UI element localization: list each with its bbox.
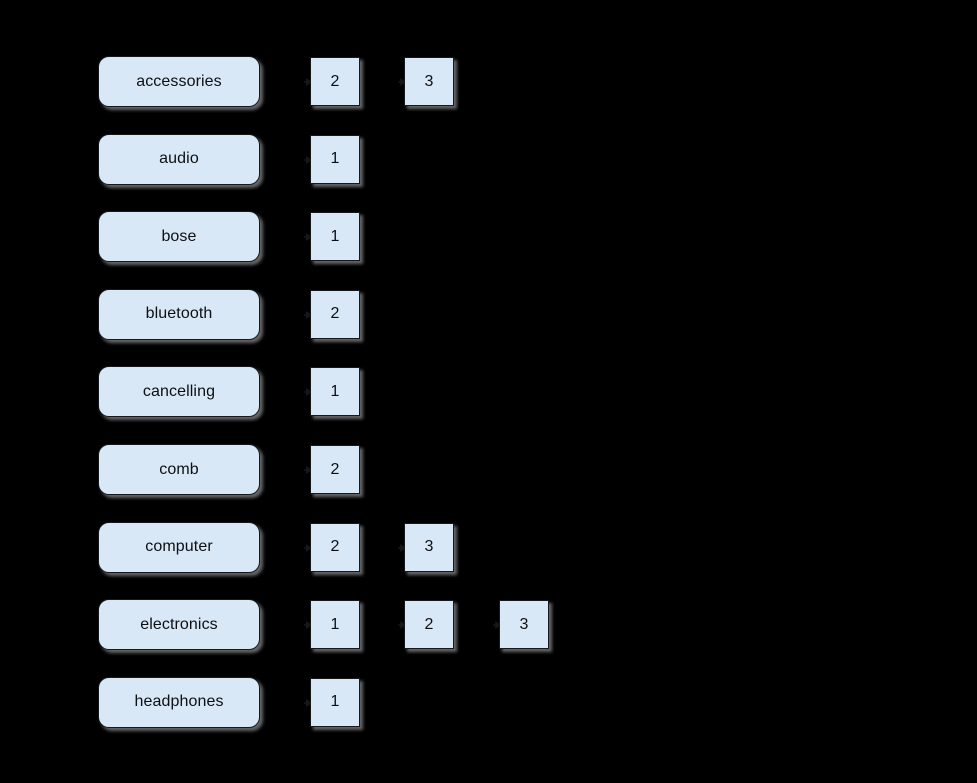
term-node[interactable]: headphones	[98, 676, 260, 728]
term-label: computer	[145, 538, 213, 556]
posting-label: 3	[424, 72, 434, 90]
connector-term-to-posting	[262, 696, 312, 710]
posting-label: 2	[330, 305, 340, 323]
posting-node[interactable]: 1	[310, 134, 360, 184]
arrow-icon	[304, 78, 312, 86]
term-node[interactable]: computer	[98, 521, 260, 573]
posting-node[interactable]: 3	[499, 600, 549, 650]
posting-node[interactable]: 2	[310, 289, 360, 339]
posting-label: 2	[330, 460, 340, 478]
posting-node[interactable]: 1	[310, 677, 360, 727]
arrow-icon	[304, 310, 312, 319]
connector-posting-to-posting	[452, 618, 501, 632]
term-node[interactable]: electronics	[98, 599, 260, 651]
arrow-icon	[304, 466, 312, 474]
posting-node[interactable]: 2	[310, 57, 360, 106]
posting-node[interactable]: 1	[310, 600, 360, 650]
posting-node[interactable]: 2	[404, 600, 454, 650]
posting-node[interactable]: 1	[310, 367, 360, 417]
arrow-icon	[304, 388, 312, 397]
connector-term-to-posting	[262, 308, 312, 322]
connector-posting-to-posting	[358, 618, 406, 632]
term-label: accessories	[136, 72, 222, 90]
connector-term-to-posting	[262, 618, 312, 632]
posting-label: 2	[424, 615, 434, 633]
connector-term-to-posting	[262, 541, 312, 555]
arrow-icon	[304, 155, 312, 164]
term-node[interactable]: accessories	[98, 56, 260, 107]
posting-node[interactable]: 2	[310, 522, 360, 572]
term-label: bluetooth	[145, 305, 213, 323]
connector-term-to-posting	[262, 463, 312, 477]
arrow-icon	[304, 621, 312, 630]
posting-node[interactable]: 3	[404, 57, 454, 106]
term-node[interactable]: bose	[98, 211, 260, 263]
posting-label: 1	[330, 382, 340, 400]
term-label: headphones	[134, 693, 224, 711]
arrow-icon	[304, 233, 312, 242]
posting-node[interactable]: 1	[310, 212, 360, 262]
posting-label: 3	[519, 615, 529, 633]
term-label: cancelling	[142, 382, 216, 400]
posting-label: 2	[330, 72, 340, 90]
arrow-icon	[398, 543, 406, 552]
posting-label: 3	[424, 538, 434, 556]
term-label: audio	[159, 150, 199, 168]
arrow-icon	[304, 543, 312, 552]
connector-term-to-posting	[262, 385, 312, 399]
term-label: electronics	[140, 615, 218, 633]
connector-term-to-posting	[262, 153, 312, 167]
posting-label: 1	[330, 227, 340, 245]
posting-node[interactable]: 2	[310, 445, 360, 494]
term-label: bose	[161, 227, 197, 245]
term-node[interactable]: audio	[98, 133, 260, 185]
connector-term-to-posting	[262, 75, 312, 89]
term-node[interactable]: comb	[98, 444, 260, 495]
connector-term-to-posting	[262, 230, 312, 244]
term-node[interactable]: bluetooth	[98, 288, 260, 340]
term-node[interactable]: cancelling	[98, 366, 260, 418]
posting-node[interactable]: 3	[404, 522, 454, 572]
arrow-icon	[493, 621, 501, 630]
posting-label: 1	[330, 150, 340, 168]
arrow-icon	[304, 698, 312, 707]
posting-label: 1	[330, 693, 340, 711]
term-label: comb	[159, 460, 199, 478]
posting-label: 1	[330, 615, 340, 633]
arrow-icon	[398, 621, 406, 630]
connector-posting-to-posting	[358, 75, 406, 89]
posting-label: 2	[330, 538, 340, 556]
connector-posting-to-posting	[358, 541, 406, 555]
arrow-icon	[398, 78, 406, 86]
